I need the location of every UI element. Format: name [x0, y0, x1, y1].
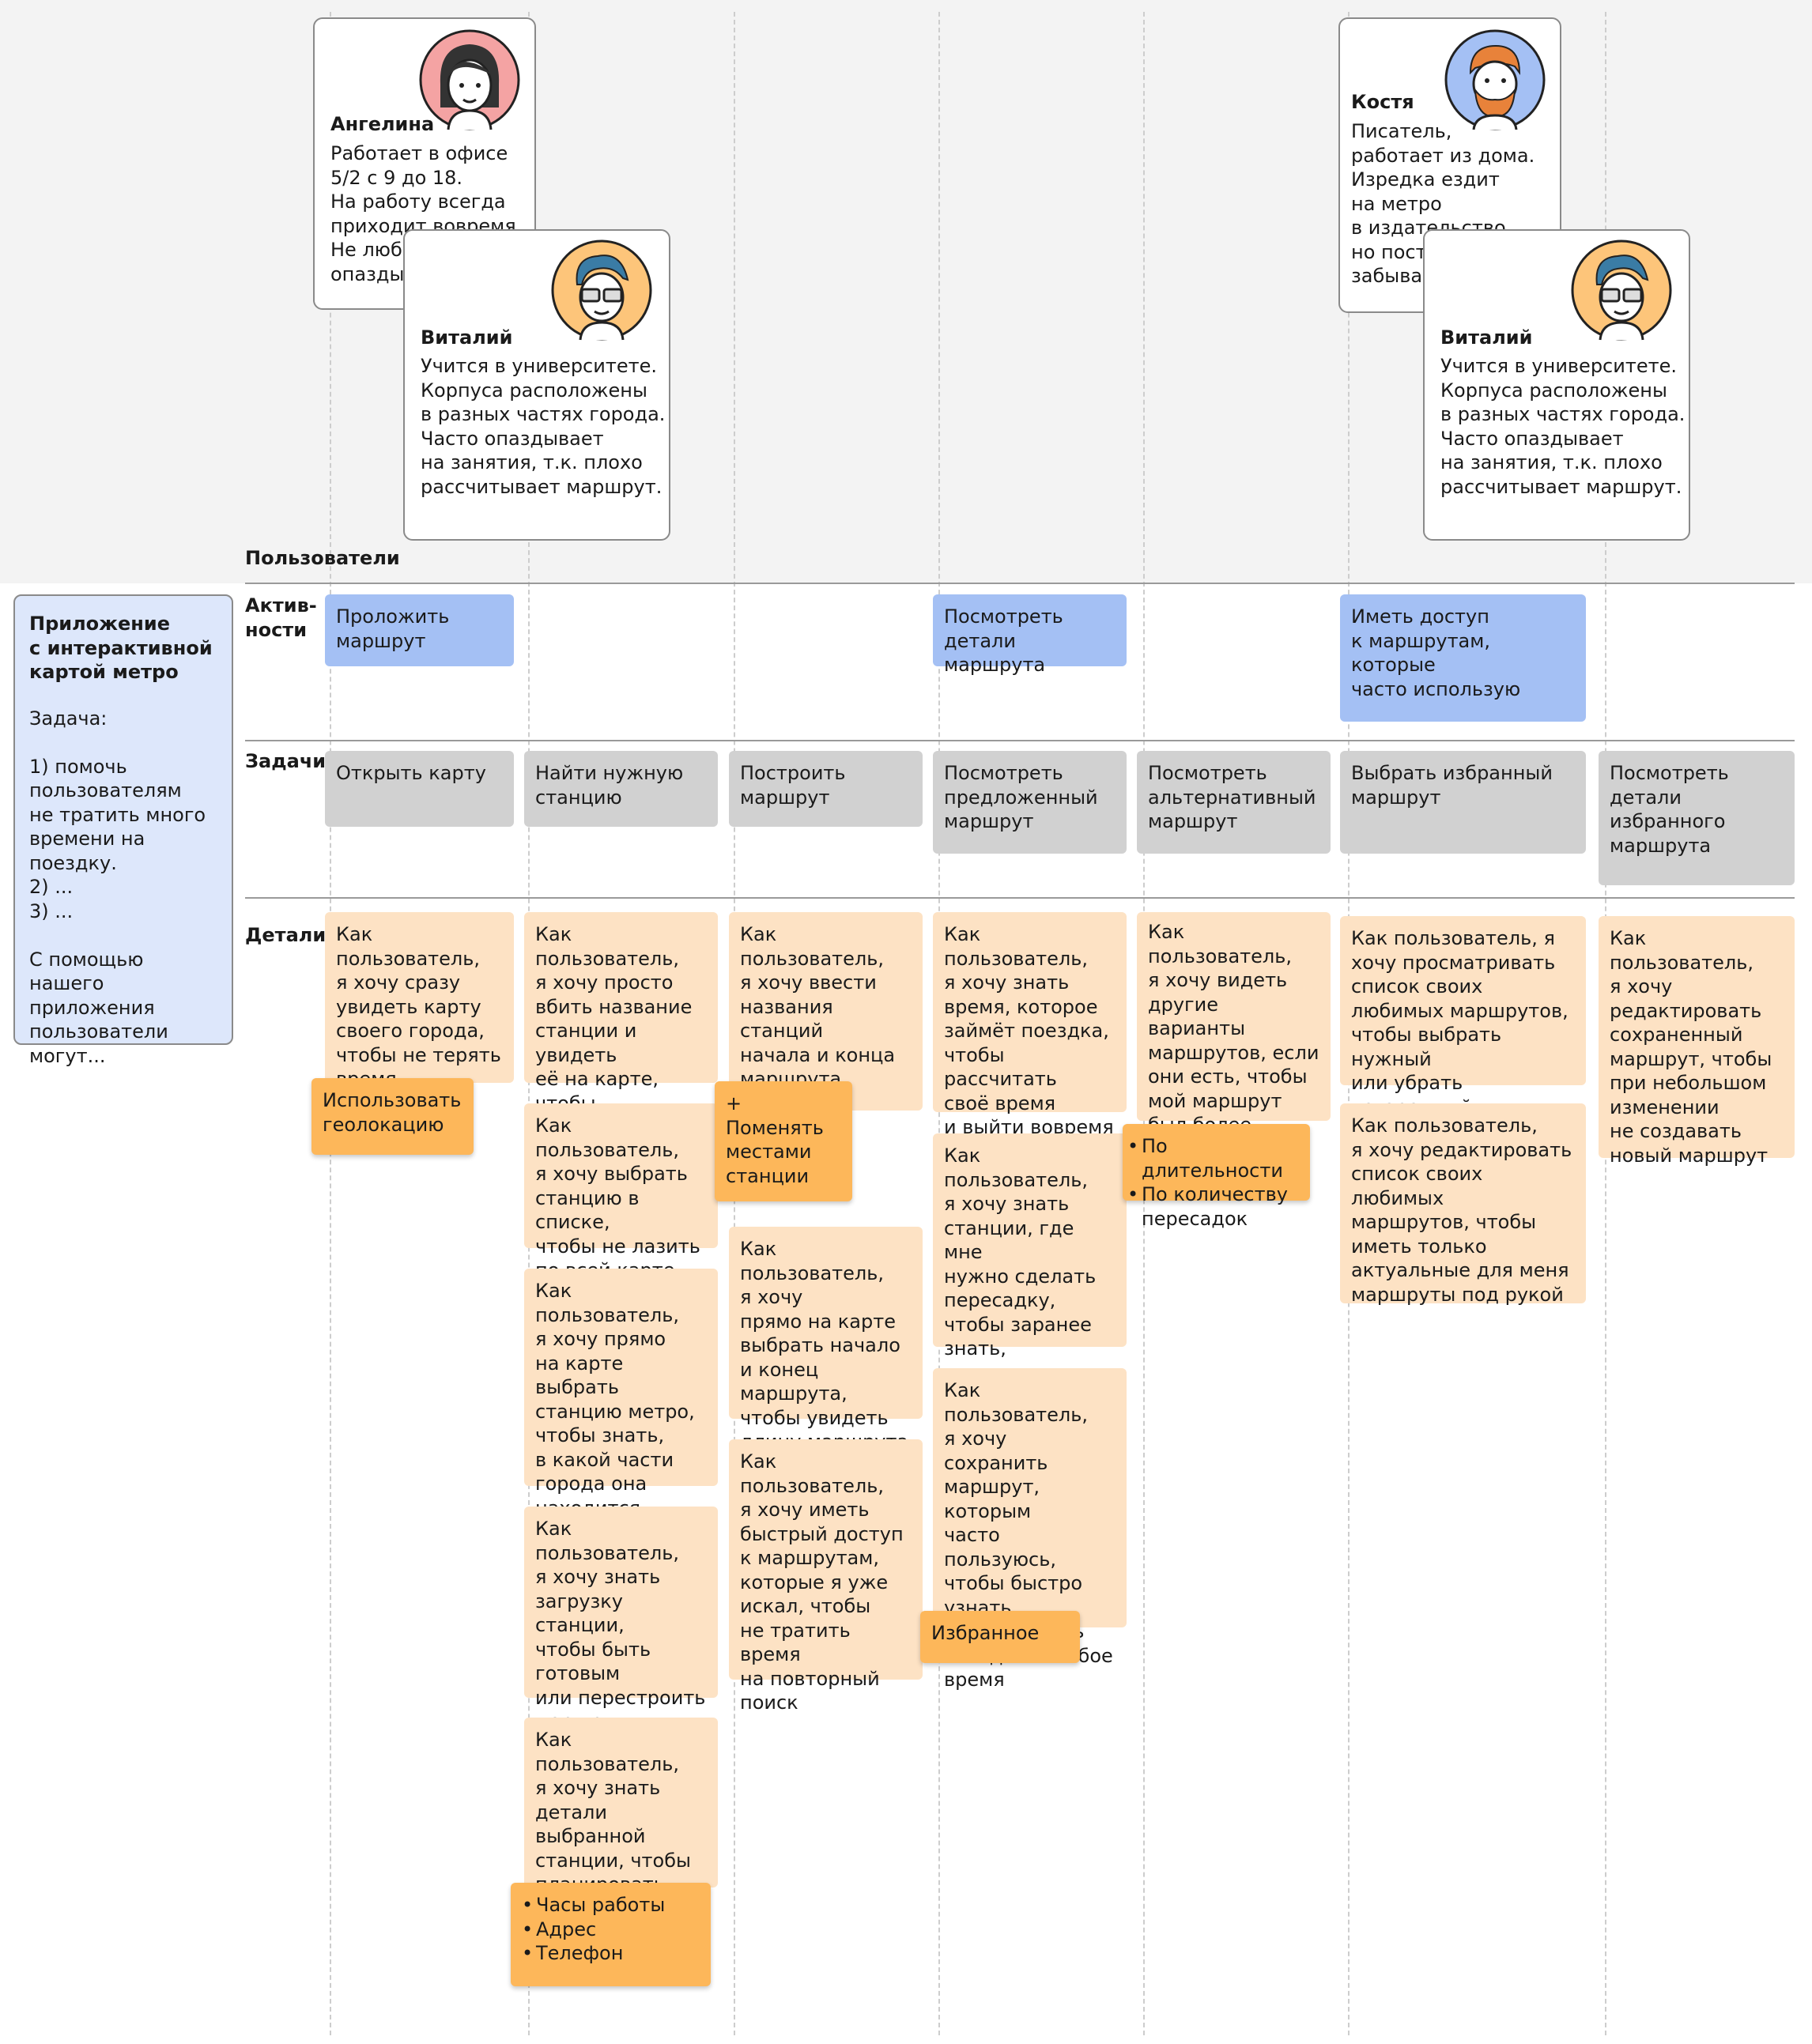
avatar-bearded-man-icon	[1444, 29, 1546, 130]
app-text: Задача: 1) помочь пользователям не трати…	[29, 707, 206, 1067]
avatar-man-glasses-icon	[1571, 239, 1672, 341]
task-card: Посмотреть детали избранного маршрута	[1599, 751, 1795, 885]
activity-card: Иметь доступ к маршрутам, которые часто …	[1340, 594, 1586, 722]
avatar-woman-icon	[419, 29, 520, 130]
feature-bullet: По количеству пересадок	[1127, 1182, 1299, 1231]
row-separator	[245, 740, 1795, 741]
user-story-card: Как пользователь, я хочу ввести названия…	[729, 912, 923, 1163]
task-card: Выбрать избранный маршрут	[1340, 751, 1586, 854]
feature-card-favorites: Избранное	[920, 1611, 1080, 1663]
persona-name: Виталий	[421, 326, 513, 349]
row-separator	[245, 897, 1795, 899]
user-story-card: Как пользователь, я хочу прямо на карте …	[729, 1227, 923, 1453]
persona-name: Виталий	[1440, 326, 1533, 349]
row-label-users: Пользователи	[245, 547, 400, 569]
user-story-card: Как пользователь, я хочу просматривать с…	[1340, 916, 1586, 1118]
feature-card-swap: + Поменять местами станции	[715, 1081, 852, 1201]
feature-bullet: По длительности	[1127, 1134, 1299, 1182]
user-story-card: Как пользователь, я хочу знать станции, …	[933, 1133, 1127, 1384]
feature-bullet: Часы работы	[522, 1893, 700, 1918]
persona-card-angelina: Ангелина Работает в офисе 5/2 с 9 до 18.…	[313, 17, 536, 310]
user-story-card: Как пользователь, я хочу сохранить маршр…	[933, 1368, 1127, 1691]
user-story-card: Как пользователь, я хочу редактировать с…	[1340, 1103, 1586, 1306]
feature-bullet: Адрес	[522, 1918, 700, 1942]
user-story-card: Как пользователь, я хочу знать время, ко…	[933, 912, 1127, 1138]
task-card: Открыть карту	[325, 751, 514, 827]
row-label-details: Детали	[245, 924, 327, 946]
persona-description: Учится в университете. Корпуса расположе…	[1440, 355, 1686, 498]
persona-name: Ангелина	[330, 113, 435, 135]
user-story-card: Как пользователь, я хочу знать детали вы…	[524, 1718, 718, 1920]
feature-card-station-info: Часы работы Адрес Телефон	[511, 1883, 711, 1986]
row-label-tasks: Задачи	[245, 750, 327, 772]
row-label-activities: Актив- ности	[245, 594, 317, 641]
persona-name: Костя	[1351, 91, 1414, 113]
persona-card-vitaly-2: Виталий Учится в университете. Корпуса р…	[1423, 229, 1690, 541]
row-separator	[245, 583, 1795, 584]
user-story-card: Как пользователь, я хочу иметь быстрый д…	[729, 1439, 923, 1714]
activity-card: Проложить маршрут	[325, 594, 514, 666]
persona-card-vitaly: Виталий Учится в университете. Корпуса р…	[403, 229, 670, 541]
task-card: Построить маршрут	[729, 751, 923, 827]
user-story-card: Как пользователь, я хочу прямо на карте …	[524, 1269, 718, 1519]
feature-bullet: Телефон	[522, 1941, 700, 1966]
task-card: Посмотреть альтернативный маршрут	[1137, 751, 1331, 854]
task-card: Найти нужную станцию	[524, 751, 718, 827]
user-story-card: Как пользователь, я хочу знать загрузку …	[524, 1507, 718, 1733]
app-title: Приложение с интерактивной картой метро	[29, 613, 213, 683]
avatar-man-glasses-icon	[551, 239, 652, 341]
activity-card: Посмотреть детали маршрута	[933, 594, 1127, 676]
feature-card-sort: По длительности По количеству пересадок	[1123, 1124, 1310, 1230]
user-story-card: Как пользователь, я хочу выбрать станцию…	[524, 1103, 718, 1281]
persona-description: Учится в университете. Корпуса расположе…	[421, 355, 666, 498]
user-story-card: Как пользователь, я хочу просто вбить на…	[524, 912, 718, 1163]
user-story-card: Как пользователь, я хочу сразу увидеть к…	[325, 912, 514, 1090]
task-card: Посмотреть предложенный маршрут	[933, 751, 1127, 854]
app-description-card: Приложение с интерактивной картой метро …	[13, 594, 233, 1067]
feature-card-geolocation: Использовать геолокацию	[311, 1078, 474, 1155]
user-story-card: Как пользователь, я хочу редактировать с…	[1599, 916, 1795, 1167]
user-story-card: Как пользователь, я хочу видеть другие в…	[1137, 912, 1331, 1160]
